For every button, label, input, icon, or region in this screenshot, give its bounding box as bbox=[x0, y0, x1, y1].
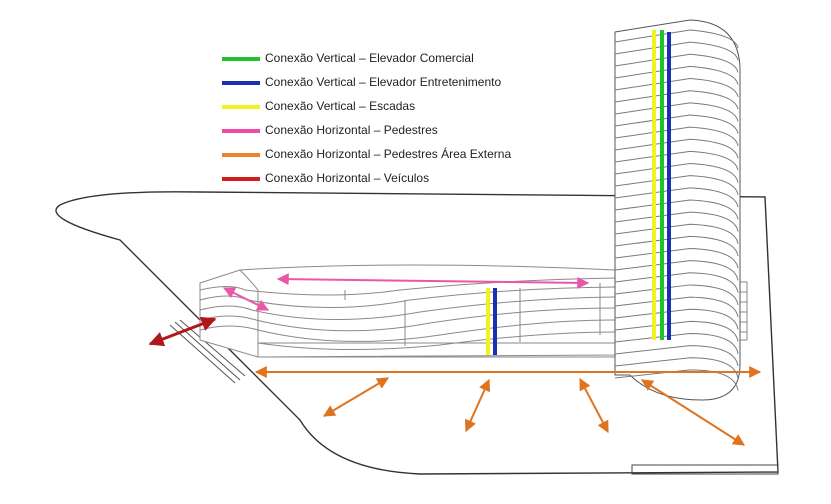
tower-floor-line bbox=[614, 41, 739, 61]
tower-floor-line bbox=[614, 320, 739, 342]
legend-item-stairs: Conexão Vertical – Escadas bbox=[218, 98, 548, 122]
vehicle-arrow bbox=[148, 316, 217, 347]
tower-base bbox=[631, 464, 779, 475]
tower-floor-line bbox=[614, 150, 739, 171]
tower-floor-line bbox=[614, 126, 739, 147]
tower-floor-line bbox=[614, 187, 739, 208]
tower-floor-line bbox=[614, 332, 739, 354]
legend-swatch bbox=[222, 129, 260, 133]
tower-floor-line bbox=[614, 138, 739, 159]
tower-floor-line bbox=[614, 284, 739, 306]
pedestrian-arrow-long bbox=[276, 273, 590, 289]
legend-label: Conexão Vertical – Escadas bbox=[265, 99, 416, 113]
tower-floor-line bbox=[614, 65, 739, 85]
tower-floor-line bbox=[614, 296, 739, 318]
tower-floor-line bbox=[614, 211, 739, 232]
legend: Conexão Vertical – Elevador Comercial Co… bbox=[218, 50, 548, 194]
legend-item-pedestrians: Conexão Horizontal – Pedestres bbox=[218, 122, 548, 146]
tower-floor-line bbox=[614, 260, 739, 281]
tower-floor-line bbox=[614, 78, 739, 98]
tower-floor-line bbox=[614, 248, 739, 269]
tower bbox=[614, 19, 741, 401]
legend-item-vehicles: Conexão Horizontal – Veículos bbox=[218, 170, 548, 194]
legend-label: Conexão Horizontal – Pedestres bbox=[265, 123, 438, 137]
legend-label: Conexão Vertical – Elevador Entretenimen… bbox=[265, 75, 502, 89]
tower-floor-line bbox=[614, 308, 739, 330]
legend-label: Conexão Horizontal – Veículos bbox=[265, 171, 430, 185]
podium-building bbox=[199, 264, 616, 358]
legend-swatch bbox=[222, 57, 260, 61]
pedestrian-arrow-short bbox=[222, 287, 270, 311]
legend-swatch bbox=[222, 81, 260, 85]
tower-floor-line bbox=[614, 235, 739, 257]
legend-label: Conexão Vertical – Elevador Comercial bbox=[265, 51, 474, 65]
legend-swatch bbox=[222, 153, 260, 157]
tower-floor-line bbox=[614, 90, 739, 110]
legend-item-entertainment-elevator: Conexão Vertical – Elevador Entretenimen… bbox=[218, 74, 548, 98]
tower-floor-line bbox=[614, 163, 739, 183]
tower-floor-line bbox=[614, 223, 739, 244]
legend-item-external-pedestrians: Conexão Horizontal – Pedestres Área Exte… bbox=[218, 146, 548, 170]
external-arrow-1 bbox=[322, 377, 390, 417]
site-outline bbox=[55, 191, 779, 475]
legend-swatch bbox=[222, 177, 260, 181]
tower-floor-line bbox=[614, 114, 739, 134]
tower-floor-line bbox=[614, 29, 739, 49]
legend-label: Conexão Horizontal – Pedestres Área Exte… bbox=[265, 147, 512, 161]
tower-floor-line bbox=[614, 199, 739, 220]
tower-floor-line bbox=[614, 345, 739, 367]
legend-item-commercial-elevator: Conexão Vertical – Elevador Comercial bbox=[218, 50, 548, 74]
legend-swatch bbox=[222, 105, 260, 109]
tower-floor-line bbox=[614, 272, 739, 293]
tower-floor-line bbox=[614, 175, 739, 195]
tower-floor-line bbox=[614, 53, 739, 73]
tower-floor-line bbox=[614, 102, 739, 122]
external-arrow-4 bbox=[640, 379, 746, 446]
external-arrow-3 bbox=[579, 377, 609, 434]
external-arrow-2 bbox=[464, 378, 491, 433]
